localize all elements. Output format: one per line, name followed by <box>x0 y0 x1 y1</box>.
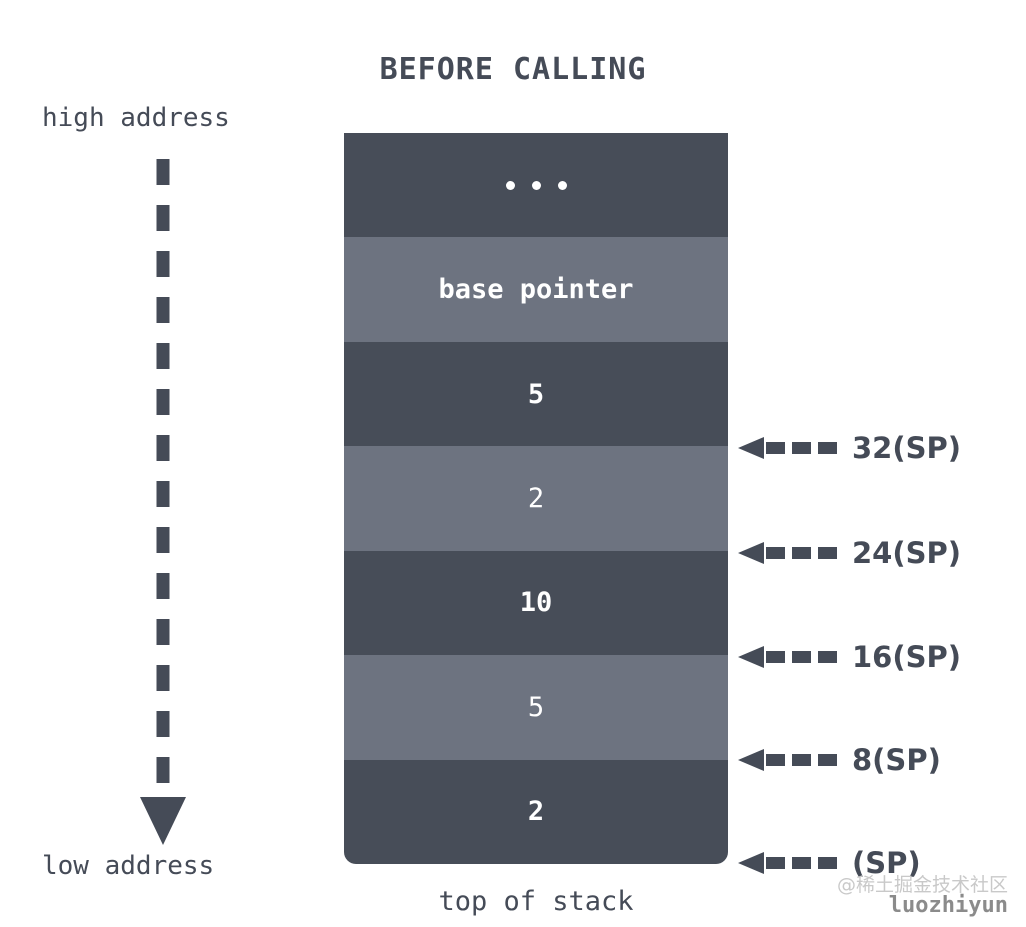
sp-pointer: 24(SP) <box>738 536 961 570</box>
stack-cell-value: 2 <box>527 796 545 828</box>
sp-offset-label: (SP) <box>852 845 921 880</box>
stack-cell-value: 5 <box>527 378 545 410</box>
stack-cell-value: 2 <box>527 482 545 514</box>
watermark-site: @稀土掘金技术社区 <box>836 874 1008 896</box>
dashed-left-arrow-icon <box>738 437 838 459</box>
stack-cell-value: 5 <box>527 691 545 723</box>
dashed-left-arrow-icon <box>738 749 838 771</box>
ellipsis-icon <box>505 180 567 190</box>
address-direction-arrow-icon <box>120 155 210 845</box>
stack-cell: 2 <box>344 446 728 551</box>
page-title: BEFORE CALLING <box>379 52 647 87</box>
low-address-label: low address <box>42 851 215 881</box>
sp-offset-label: 32(SP) <box>852 430 962 465</box>
stack-cell <box>344 133 728 238</box>
stack-cell: base pointer <box>344 237 728 342</box>
stack-cell: 10 <box>344 550 728 656</box>
sp-offset-label: 8(SP) <box>852 742 941 777</box>
stack-cell: 5 <box>344 341 728 447</box>
stack-cell: 2 <box>344 759 728 864</box>
dashed-left-arrow-icon <box>738 542 838 564</box>
sp-offset-label: 24(SP) <box>852 535 962 570</box>
sp-pointer: (SP) <box>738 846 921 880</box>
stack-diagram: base pointer 5 2 10 5 2 <box>344 133 728 864</box>
watermark: @稀土掘金技术社区 luozhiyun <box>836 874 1008 918</box>
stack-cell: 5 <box>344 655 728 760</box>
stack-cell-value: base pointer <box>438 274 634 306</box>
dashed-left-arrow-icon <box>738 852 838 874</box>
high-address-label: high address <box>42 103 230 133</box>
sp-pointer: 16(SP) <box>738 640 961 674</box>
sp-offset-label: 16(SP) <box>852 639 962 674</box>
top-of-stack-label: top of stack <box>438 886 634 917</box>
sp-pointer: 32(SP) <box>738 431 961 465</box>
stack-cell-value: 10 <box>519 587 553 619</box>
watermark-user: luozhiyun <box>888 892 1008 918</box>
sp-pointer: 8(SP) <box>738 743 941 777</box>
dashed-left-arrow-icon <box>738 646 838 668</box>
